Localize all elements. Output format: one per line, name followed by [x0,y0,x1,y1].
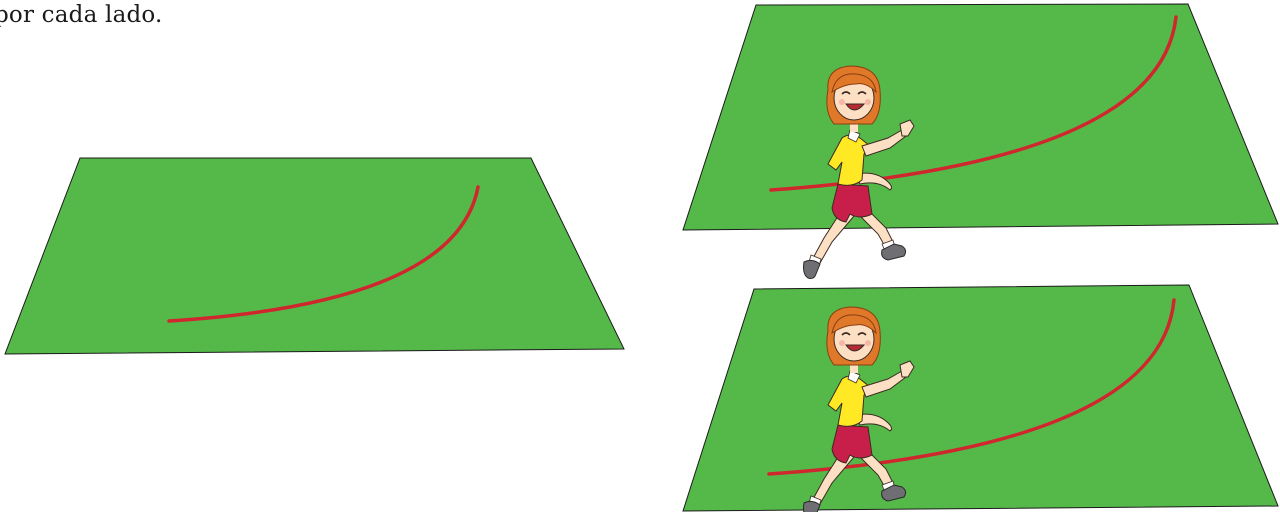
field-top-right-surface [683,4,1278,230]
field-bottom-right [683,285,1278,512]
field-bottom-right-surface [683,285,1278,511]
field-left-surface [5,158,624,354]
field-top-right [683,4,1278,279]
field-left [5,158,624,354]
